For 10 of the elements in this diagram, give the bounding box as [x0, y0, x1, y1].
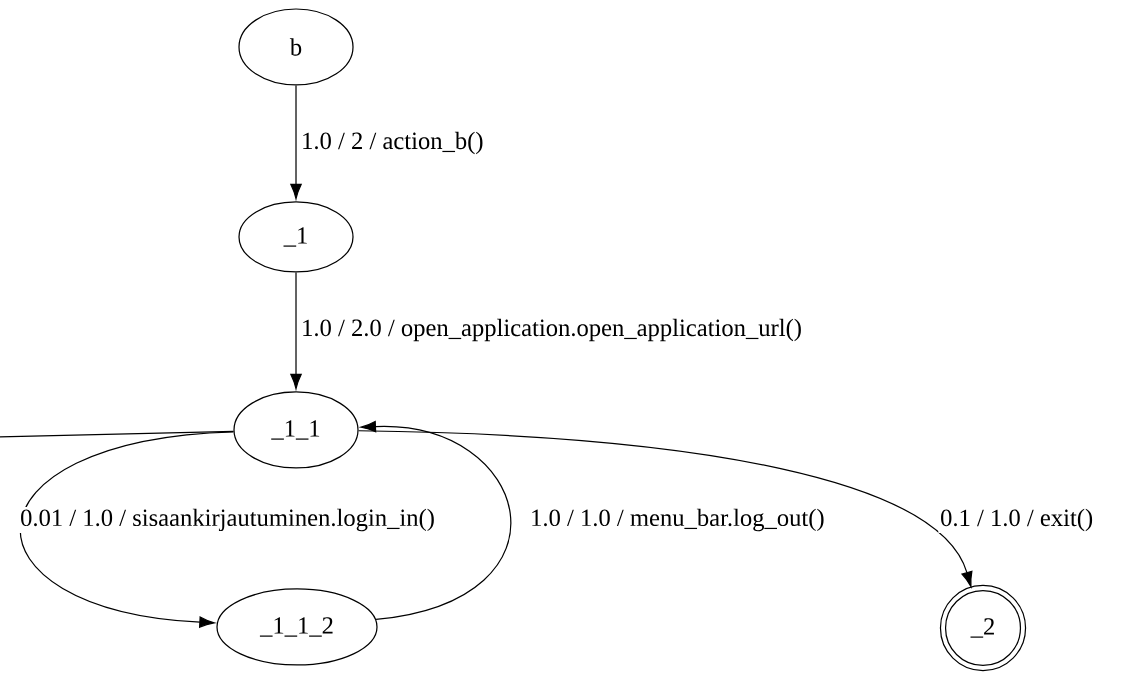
arrow: [358, 430, 973, 587]
arrow: [19, 431, 235, 628]
edge-label: 0.01 / 1.0 / sisaankirjautuminen.login_in(): [18, 507, 437, 533]
edge-label: 1.0 / 2 / action_b(): [299, 130, 486, 156]
edge-label: 1.0 / 1.0 / menu_bar.log_out(): [528, 507, 827, 533]
arrow: [360, 420, 511, 621]
edge-label: 0.1 / 1.0 / exit(): [938, 507, 1095, 533]
edge-label: 1.0 / 2.0 / open_application.open_application_url(): [299, 317, 804, 343]
arrow: [290, 272, 302, 390]
arrow: [290, 85, 302, 200]
